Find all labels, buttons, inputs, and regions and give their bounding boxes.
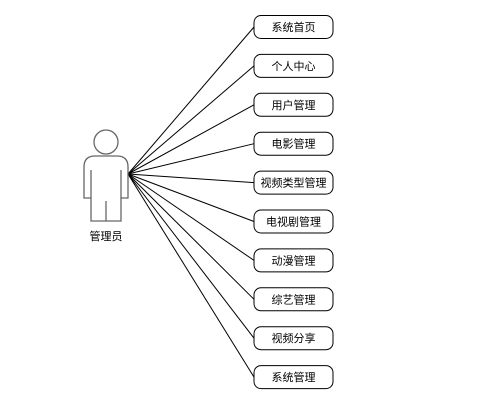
association-line <box>127 143 255 175</box>
use-case-box <box>253 248 334 273</box>
use-case-label: 综艺管理 <box>272 292 316 306</box>
association-line <box>127 173 255 222</box>
actor-figure: 管理员 <box>83 129 129 243</box>
association-line <box>127 173 255 300</box>
use-case-label: 电影管理 <box>272 137 316 151</box>
use-case-box <box>253 131 334 156</box>
actor-body <box>83 155 129 222</box>
use-case-node: 电影管理 <box>253 131 334 156</box>
use-case-label: 系统管理 <box>272 370 316 384</box>
association-lines <box>127 26 255 378</box>
use-case-node: 用户管理 <box>253 92 334 117</box>
use-case-box <box>253 53 334 78</box>
use-case-box <box>253 15 334 39</box>
association-line <box>127 173 255 184</box>
use-case-list: 系统首页个人中心用户管理电影管理视频类型管理电视剧管理动漫管理综艺管理视频分享系… <box>253 15 334 390</box>
use-case-box <box>253 92 334 117</box>
use-case-label: 用户管理 <box>272 98 316 112</box>
use-case-node: 动漫管理 <box>253 248 334 273</box>
association-line <box>127 173 255 378</box>
use-case-label: 电视剧管理 <box>266 215 321 229</box>
use-case-node: 视频分享 <box>253 326 334 351</box>
association-line <box>127 173 255 339</box>
use-case-node: 综艺管理 <box>253 287 334 312</box>
association-line <box>127 65 255 175</box>
use-case-label: 系统首页 <box>272 20 316 34</box>
actor-head <box>93 129 119 155</box>
use-case-box <box>253 326 334 351</box>
use-case-label: 个人中心 <box>272 60 316 73</box>
association-line <box>127 173 255 261</box>
use-case-box <box>253 365 334 390</box>
use-case-node: 个人中心 <box>253 53 334 78</box>
use-case-node: 系统管理 <box>253 365 334 390</box>
actor-label: 管理员 <box>90 229 123 243</box>
association-line <box>127 104 255 175</box>
use-case-box <box>253 287 334 312</box>
use-case-node: 电视剧管理 <box>253 209 334 234</box>
use-case-label: 视频分享 <box>272 331 316 345</box>
use-case-node: 视频类型管理 <box>253 170 334 195</box>
association-line <box>127 26 255 175</box>
use-case-label: 视频类型管理 <box>261 176 327 190</box>
use-case-node: 系统首页 <box>253 15 334 39</box>
use-case-label: 动漫管理 <box>272 253 316 267</box>
use-case-box <box>253 209 334 234</box>
use-case-box <box>253 170 334 195</box>
